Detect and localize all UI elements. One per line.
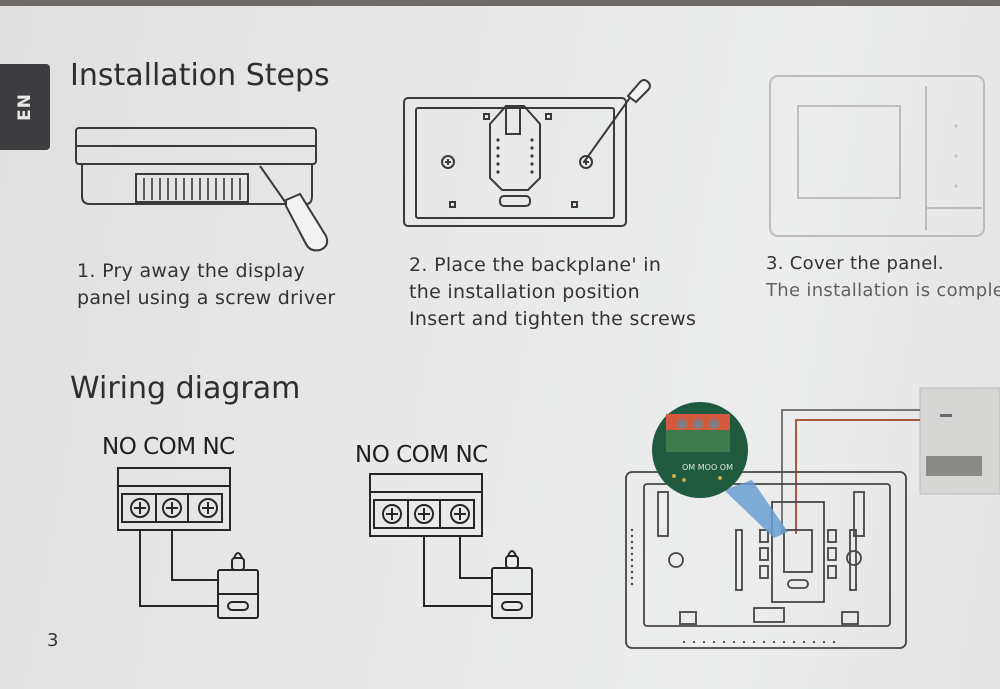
step1-illustration: [75, 127, 329, 252]
step-3-line-2: The installation is comple: [766, 280, 1000, 301]
language-tab: EN: [0, 64, 50, 150]
board-illustration: OM MOO OM: [625, 387, 1000, 649]
step-1-line-1: 1. Pry away the display: [77, 260, 306, 282]
wiring-1-diagram: [117, 467, 259, 619]
step-2-line-2: the installation position: [409, 281, 640, 303]
installation-title: Installation Steps: [70, 58, 330, 93]
step-3-text: 3. Cover the panel. The installation is …: [766, 250, 1000, 304]
page-number: 3: [47, 630, 59, 651]
wiring-2-diagram: [369, 473, 533, 619]
step-2-line-1: 2. Place the backplane' in: [409, 254, 662, 276]
wiring-2-terminal-labels: NO COM NC: [355, 442, 488, 468]
step3-illustration: [769, 75, 985, 237]
wiring-title: Wiring diagram: [70, 371, 301, 406]
manual-page: EN Installation Steps: [0, 6, 1000, 689]
step2-illustration: [403, 79, 651, 227]
step-2-text: 2. Place the backplane' in the installat…: [409, 252, 696, 333]
language-tab-label: EN: [15, 93, 35, 121]
step-1-line-2: panel using a screw driver: [77, 287, 336, 309]
step-3-line-1: 3. Cover the panel.: [766, 253, 944, 274]
wiring-1-terminal-labels: NO COM NC: [102, 434, 235, 460]
step-1-text: 1. Pry away the display panel using a sc…: [77, 258, 336, 312]
board-terminal-print: OM MOO OM: [682, 463, 733, 472]
step-2-line-3: Insert and tighten the screws: [409, 308, 697, 330]
